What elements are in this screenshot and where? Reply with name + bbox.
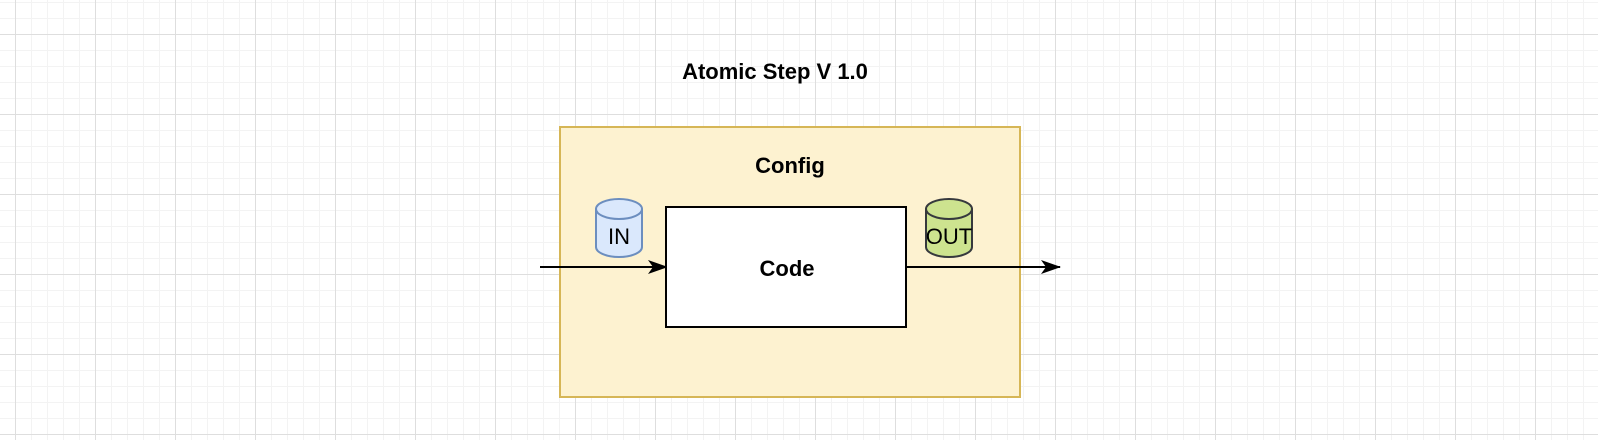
input-datastore-icon[interactable]: IN <box>595 198 643 258</box>
code-box <box>665 206 907 328</box>
input-cylinder-body <box>595 198 643 258</box>
output-store-label: OUT <box>926 224 972 249</box>
diagram-title: Atomic Step V 1.0 <box>682 59 868 84</box>
code-label: Code <box>760 256 815 281</box>
output-cylinder-body <box>925 198 973 258</box>
input-store-label: IN <box>608 224 630 249</box>
output-datastore-icon[interactable]: OUT <box>925 198 973 258</box>
code-process[interactable]: Code <box>665 206 907 328</box>
input-cylinder-rim <box>595 208 643 220</box>
output-cylinder-rim <box>925 208 973 220</box>
config-label: Config <box>755 153 825 178</box>
